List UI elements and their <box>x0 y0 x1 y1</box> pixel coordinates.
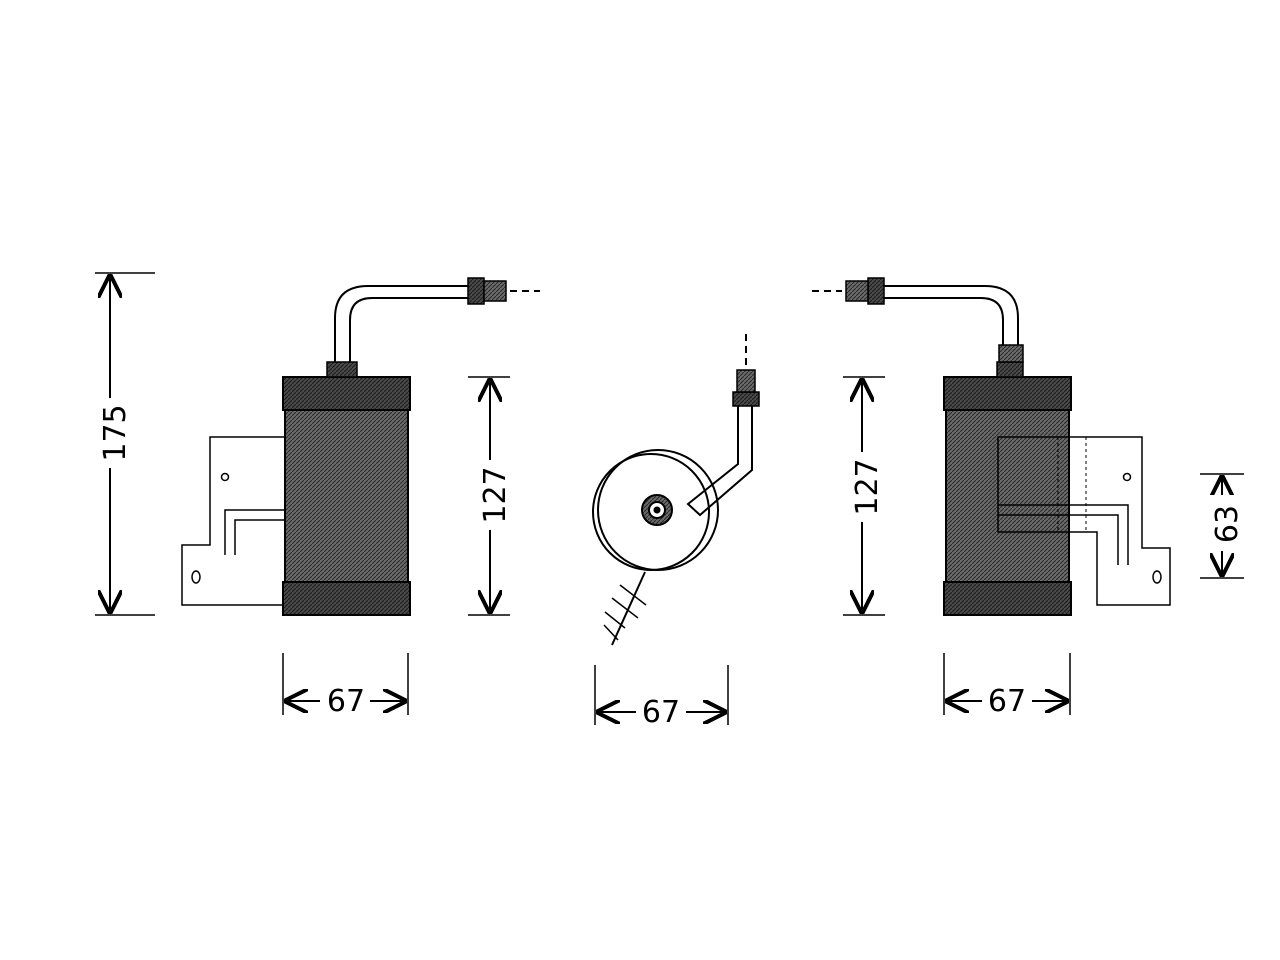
dim-label-175: 175 <box>98 404 133 461</box>
right-pipe-fitting <box>867 277 885 305</box>
dim-label-67-left: 67 <box>327 684 365 719</box>
center-view: 67 <box>592 334 760 730</box>
dim-label-127-left: 127 <box>478 466 513 523</box>
right-view: 127 63 67 <box>812 277 1245 719</box>
center-drier-outline <box>597 449 719 571</box>
right-drier-body <box>945 376 1070 616</box>
right-bracket-slot <box>1152 570 1162 584</box>
left-drier-bottom-cap <box>282 581 411 616</box>
right-outlet-stub <box>996 361 1024 378</box>
right-drier-top-cap <box>943 376 1072 411</box>
left-bracket-slot <box>191 570 201 584</box>
dim-label-67-right: 67 <box>988 684 1026 719</box>
left-bracket-hole <box>220 472 230 482</box>
left-drier-top-cap <box>282 376 411 411</box>
right-mounting-bracket <box>997 436 1171 606</box>
right-drier-bottom-cap <box>943 581 1072 616</box>
left-view: 175 127 67 <box>95 272 540 719</box>
left-bracket-rib <box>224 509 285 555</box>
left-pipe-fitting <box>467 277 485 305</box>
right-bracket-hole <box>1122 472 1132 482</box>
dim-label-63: 63 <box>1210 505 1245 543</box>
left-refrigerant-pipe <box>334 285 470 362</box>
right-refrigerant-pipe <box>884 285 1019 345</box>
left-outlet-stub <box>326 361 358 378</box>
left-drier-body <box>284 376 409 616</box>
center-pipe-fitting <box>732 391 760 407</box>
dim-label-127-right: 127 <box>850 458 885 515</box>
dim-label-67-center: 67 <box>642 695 680 730</box>
center-refrigerant-pipe <box>686 404 753 517</box>
left-mounting-bracket <box>181 436 285 606</box>
